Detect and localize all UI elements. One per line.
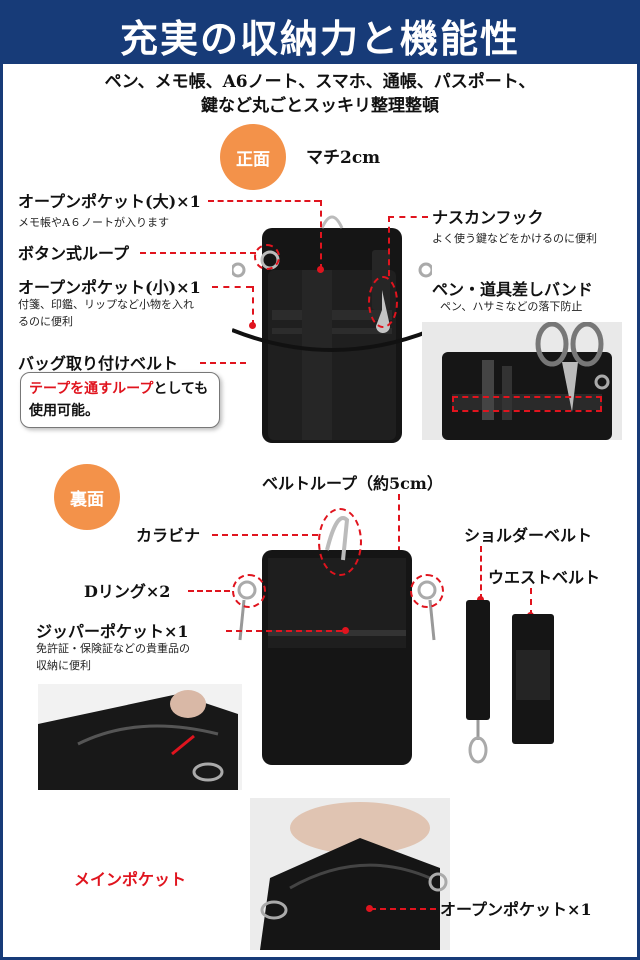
open-pocket-large-title: オープンポケット(大)×1: [18, 192, 201, 211]
front-badge: 正面: [220, 124, 286, 190]
leader-line: [188, 590, 230, 592]
main-pocket-photo: [250, 798, 450, 950]
front-badge-label: 正面: [236, 149, 270, 170]
leader-line: [388, 216, 390, 276]
leader-line: [208, 200, 320, 202]
snap-hook-title: ナスカンフック: [432, 208, 544, 227]
snap-hook-desc: よく使う鍵などをかけるのに便利: [432, 232, 597, 245]
open-pocket-large-desc: メモ帳やA６ノートが入ります: [18, 216, 169, 229]
open-pocket-main-label: オープンポケット×1: [440, 900, 592, 919]
belt-loop-label: ベルトループ（約5cm）: [262, 474, 443, 493]
highlight-ring: [232, 574, 266, 608]
leader-line: [320, 200, 322, 270]
highlight-ring: [368, 276, 398, 328]
subtitle: ペン、メモ帳、A6ノート、スマホ、通帳、パスポート、 鍵など丸ごとスッキリ整理整…: [20, 70, 620, 118]
d-ring-label: Dリング×2: [84, 582, 171, 601]
subtitle-line-1: ペン、メモ帳、A6ノート、スマホ、通帳、パスポート、: [104, 72, 536, 92]
zipper-pocket-title: ジッパーポケット×1: [36, 622, 189, 641]
leader-line: [212, 286, 252, 288]
waist-belt-label: ウエストベルト: [488, 568, 601, 587]
leader-line: [398, 494, 400, 594]
loop-note-line-1: テープを通すループとしても: [29, 378, 211, 400]
button-loop-title: ボタン式ループ: [18, 244, 130, 263]
loop-note-line-2: 使用可能。: [29, 403, 99, 419]
leader-line: [212, 534, 318, 536]
subtitle-line-2: 鍵など丸ごとスッキリ整理整頓: [201, 96, 439, 116]
title-banner: 充実の収納力と機能性: [0, 0, 640, 64]
belts-photo: [450, 590, 630, 770]
highlight-ring: [254, 244, 280, 270]
zipper-pocket-photo: [38, 684, 242, 790]
back-badge-label: 裏面: [70, 489, 104, 510]
open-pocket-small-title: オープンポケット(小)×1: [18, 278, 201, 297]
loop-note-highlight: テープを通すループ: [29, 381, 154, 397]
leader-line: [140, 252, 256, 254]
leader-line: [530, 588, 532, 616]
highlight-ring: [318, 508, 362, 576]
carabiner-label: カラビナ: [136, 526, 201, 545]
back-badge: 裏面: [54, 464, 120, 530]
leader-dot: [249, 322, 256, 329]
gusset-label: マチ2cm: [306, 148, 381, 168]
zipper-pocket-desc-2: 収納に便利: [36, 659, 91, 672]
zipper-pocket-desc-1: 免許証・保険証などの貴重品の: [36, 642, 190, 655]
leader-line: [370, 908, 436, 910]
leader-line: [200, 362, 246, 364]
loop-note-rest: としても: [153, 381, 209, 397]
leader-line: [388, 216, 428, 218]
highlight-ring: [410, 574, 444, 608]
leader-dot: [366, 905, 373, 912]
bag-belt-title: バッグ取り付けベルト: [18, 354, 179, 373]
pen-band-desc: ペン、ハサミなどの落下防止: [440, 300, 583, 313]
leader-dot: [477, 596, 484, 603]
page-title: 充実の収納力と機能性: [119, 16, 520, 61]
leader-line: [226, 630, 342, 632]
pen-band-photo: [422, 322, 622, 440]
main-pocket-label: メインポケット: [74, 870, 187, 889]
leader-line: [480, 546, 482, 600]
open-pocket-small-desc-2: るのに便利: [18, 315, 73, 328]
leader-dot: [342, 627, 349, 634]
shoulder-belt-label: ショルダーベルト: [464, 526, 593, 545]
open-pocket-small-desc-1: 付箋、印鑑、リップなど小物を入れ: [18, 298, 194, 311]
loop-note-box: テープを通すループとしても 使用可能。: [20, 372, 220, 428]
leader-line: [252, 286, 254, 326]
pen-band-title: ペン・道具差しバンド: [432, 280, 593, 299]
leader-dot: [317, 266, 324, 273]
pen-band-highlight: [452, 396, 602, 412]
